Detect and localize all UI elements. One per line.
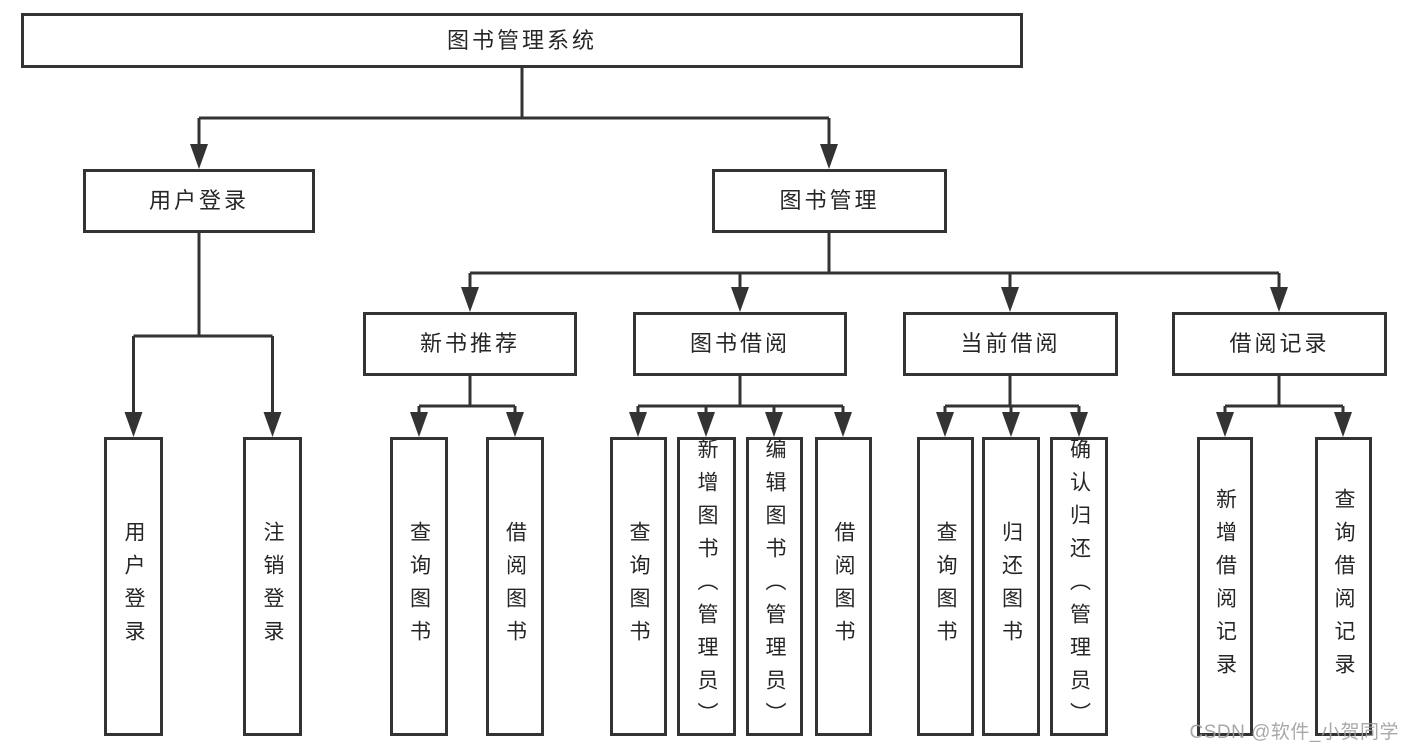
arrowhead-icon: [1216, 412, 1234, 437]
leaf-query-books-borrow: 查询图书: [610, 437, 667, 736]
leaf-add-borrow-record-label: 新增借阅记录: [1213, 487, 1237, 686]
arrowhead-icon: [765, 412, 783, 437]
leaf-confirm-return-admin: 确认归还（管理员）: [1050, 437, 1108, 736]
arrowhead-icon: [731, 287, 749, 312]
connector-current-to-leaves: [943, 376, 1081, 414]
node-borrow-records: 借阅记录: [1172, 312, 1387, 376]
leaf-borrow-books: 借阅图书: [815, 437, 872, 736]
leaf-query-borrow-record: 查询借阅记录: [1315, 437, 1372, 736]
arrowhead-icon: [1001, 287, 1019, 312]
node-root-label: 图书管理系统: [446, 27, 597, 53]
arrowhead-icon: [820, 144, 838, 169]
connector-root-to-level2: [197, 68, 831, 146]
arrowhead-icon: [697, 412, 715, 437]
connector-records-to-leaves: [1223, 376, 1345, 414]
leaf-edit-books-admin-label: 编辑图书（管理员）: [763, 438, 787, 735]
leaf-borrow-books-recommend: 借阅图书: [486, 437, 544, 736]
leaf-edit-books-admin: 编辑图书（管理员）: [746, 437, 803, 736]
arrowhead-icon: [263, 412, 282, 437]
connector-userlogin-to-leaves: [132, 233, 274, 414]
leaf-query-borrow-record-label: 查询借阅记录: [1332, 487, 1356, 686]
connector-bookmgmt-to-level3: [468, 233, 1281, 290]
node-book-management-label: 图书管理: [779, 188, 880, 213]
node-new-book-recommend-label: 新书推荐: [419, 331, 520, 356]
node-current-borrow-label: 当前借阅: [960, 331, 1061, 356]
arrowhead-icon: [936, 412, 954, 437]
arrowhead-icon: [834, 412, 852, 437]
leaf-logout: 注销登录: [243, 437, 302, 736]
node-user-login-label: 用户登录: [148, 188, 249, 213]
leaf-return-books-label: 归还图书: [999, 520, 1023, 653]
leaf-user-login: 用户登录: [104, 437, 163, 736]
connector-newbooks-to-leaves: [417, 376, 517, 414]
arrowhead-icon: [1002, 412, 1020, 437]
node-current-borrow: 当前借阅: [903, 312, 1118, 376]
leaf-borrow-books-label: 借阅图书: [832, 520, 856, 653]
node-root: 图书管理系统: [21, 13, 1023, 68]
connector-borrow-to-leaves: [636, 376, 845, 414]
leaf-return-books: 归还图书: [982, 437, 1040, 736]
node-user-login: 用户登录: [83, 169, 315, 233]
arrowhead-icon: [629, 412, 647, 437]
arrowhead-icon: [124, 412, 143, 437]
leaf-confirm-return-admin-label: 确认归还（管理员）: [1067, 438, 1091, 735]
leaf-add-borrow-record: 新增借阅记录: [1197, 437, 1253, 736]
leaf-query-books-current-label: 查询图书: [934, 520, 958, 653]
leaf-add-books-admin-label: 新增图书（管理员）: [695, 438, 719, 735]
node-new-book-recommend: 新书推荐: [363, 312, 577, 376]
node-book-borrow: 图书借阅: [633, 312, 847, 376]
arrowhead-icon: [1270, 287, 1288, 312]
node-book-borrow-label: 图书借阅: [689, 331, 790, 356]
leaf-query-books-borrow-label: 查询图书: [627, 520, 651, 653]
arrowhead-icon: [410, 412, 428, 437]
leaf-borrow-books-recommend-label: 借阅图书: [503, 520, 527, 653]
arrowhead-icon: [190, 144, 208, 169]
node-book-management: 图书管理: [712, 169, 947, 233]
leaf-logout-label: 注销登录: [261, 520, 285, 653]
csdn-watermark: CSDN @软件_小贺同学: [1189, 722, 1399, 743]
arrowhead-icon: [1334, 412, 1352, 437]
leaf-add-books-admin: 新增图书（管理员）: [677, 437, 736, 736]
leaf-query-books-current: 查询图书: [917, 437, 974, 736]
arrowhead-icon: [1070, 412, 1088, 437]
leaf-query-books-recommend: 查询图书: [390, 437, 448, 736]
node-borrow-records-label: 借阅记录: [1229, 331, 1330, 356]
arrowhead-icon: [461, 287, 479, 312]
leaf-user-login-label: 用户登录: [122, 520, 146, 653]
leaf-query-books-recommend-label: 查询图书: [407, 520, 431, 653]
arrowhead-icon: [506, 412, 524, 437]
